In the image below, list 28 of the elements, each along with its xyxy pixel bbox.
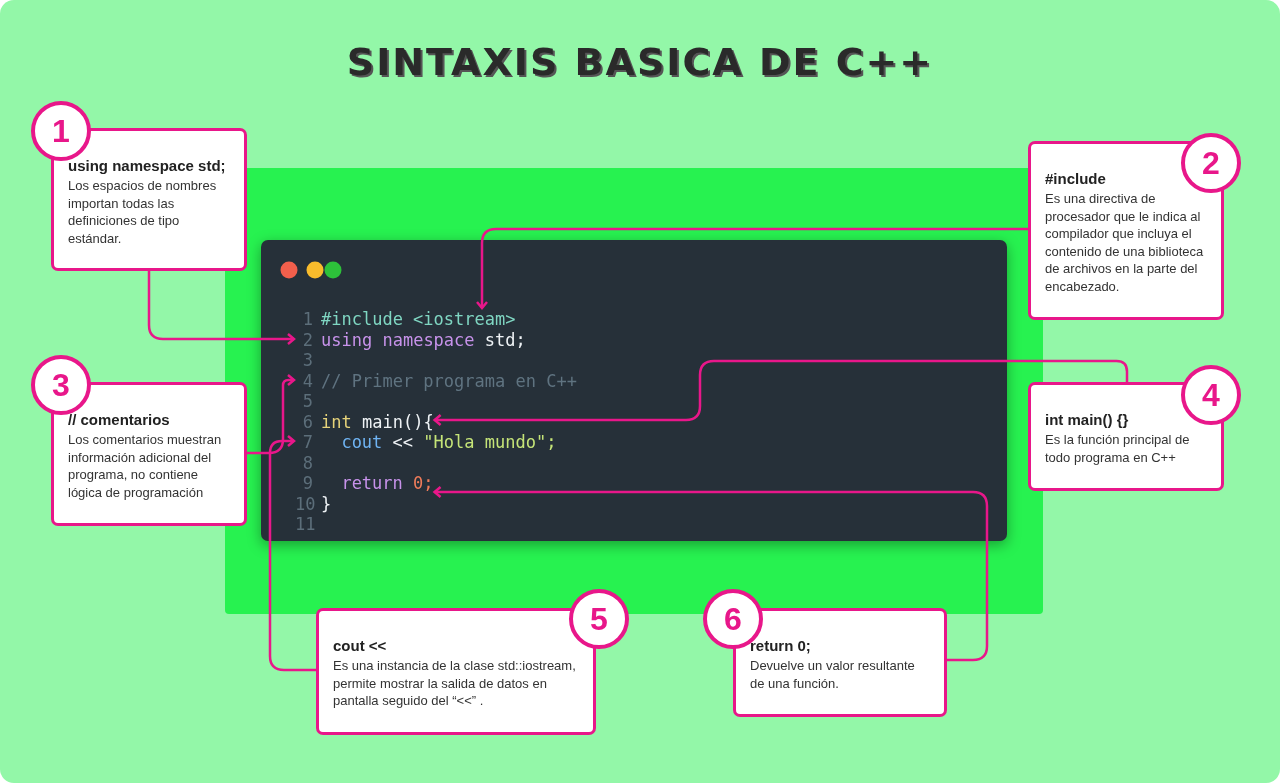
callout-description: Los comentarios muestran información adicional del programa, no contiene lógica de programación (68, 431, 223, 501)
code-window (261, 240, 1007, 541)
callout-description: Los espacios de nombres importan todas las definiciones de tipo estándar. (68, 177, 218, 247)
callout-heading: int main() {} (1045, 411, 1130, 428)
code-line: 4 // Primer programa en C++ (295, 370, 577, 391)
callout-description: Es una directiva de procesador que le indica al compilador que incluya el contenido de una biblioteca de archivos en la parte del encabezado. (1045, 190, 1205, 295)
callout-description: Es la función principal de todo programa en C++ (1045, 431, 1191, 466)
callout-description: Devuelve un valor resultante de una función. (750, 657, 916, 692)
code-line: 3 (295, 350, 321, 370)
code-line: 10 } (295, 493, 332, 514)
callout-description: Es una instancia de la clase std::iostream, permite mostrar la salida de datos en pantalla seguido del “<<” . (333, 657, 577, 710)
leader-arrow (475, 227, 1028, 310)
code-line: 2 using namespace std; (295, 329, 526, 350)
title: SINTAXIS BASICA DE C++ (345, 40, 935, 84)
code-line: 7 cout << "Hola mundo"; (295, 432, 557, 452)
code-line: 8 (295, 452, 321, 473)
code-line: 5 (295, 391, 321, 411)
code-line: 11 (295, 514, 321, 534)
leader-arrow (268, 434, 316, 672)
leader-arrow (147, 271, 296, 346)
code-line: 6 int main(){ (295, 411, 434, 432)
code-line: 9 return 0; (295, 473, 434, 493)
callout-heading: return 0; (750, 637, 812, 654)
leader-arrow (433, 485, 989, 662)
callout-heading: cout << (333, 637, 388, 654)
callout-heading: #include (1045, 170, 1107, 187)
leader-arrow (247, 373, 296, 455)
code-line: 1 #include <iostream> (295, 309, 516, 329)
